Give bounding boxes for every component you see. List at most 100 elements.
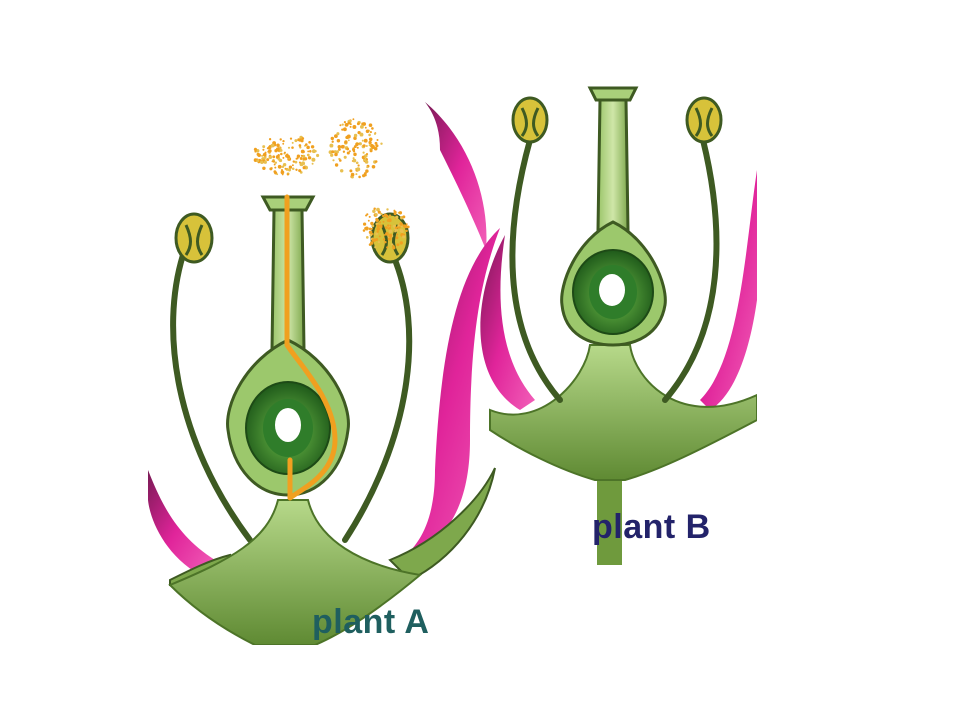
pollen-grain: [281, 173, 284, 176]
pollen-grain: [362, 222, 367, 226]
pollen-grain: [393, 209, 396, 212]
pollen-grain: [380, 142, 383, 145]
pollen-grain: [291, 146, 294, 149]
pollen-grain: [392, 244, 395, 247]
pollen-grain: [287, 168, 292, 172]
pollen-grain: [369, 149, 373, 152]
pollen-grain: [400, 229, 404, 233]
pollen-grain: [375, 218, 379, 222]
pollen-grain: [302, 154, 306, 158]
pollen-grain: [362, 174, 366, 178]
pollen-grain: [270, 143, 275, 148]
pollen-grain: [276, 143, 280, 148]
pollen-grain: [307, 150, 310, 153]
pollen-grain: [377, 240, 381, 244]
pollen-grain: [371, 224, 375, 228]
pollen-grain: [262, 148, 265, 151]
pollen-grain: [376, 224, 380, 228]
pollen-grain: [291, 141, 294, 144]
pollen-grain: [399, 241, 403, 245]
pollen-grain: [368, 123, 373, 127]
pollen-grain: [334, 152, 338, 157]
pollen-grain: [286, 153, 289, 156]
pollen-grain: [398, 211, 403, 215]
pollen-grain: [384, 226, 388, 229]
pollen-grain: [263, 160, 267, 164]
pollen-grain: [402, 215, 406, 219]
pollen-grain: [387, 224, 390, 227]
pollen-grain: [376, 227, 381, 231]
pollen-grain: [281, 165, 285, 168]
pollen-grain: [260, 160, 264, 164]
plant-a-label: plant A: [312, 603, 430, 641]
pollen-grain: [280, 170, 285, 175]
pollen-grain: [344, 122, 349, 127]
pollen-grain: [311, 149, 316, 154]
pollen-grain: [374, 213, 378, 217]
pollen-grain: [362, 144, 366, 148]
pollen-grain: [349, 125, 352, 128]
pollen-grain: [346, 147, 350, 151]
pollen-grain: [332, 159, 335, 162]
pollen-grain: [372, 209, 376, 214]
pollen-grain: [402, 235, 406, 239]
plant-b-receptacle: [489, 344, 757, 481]
pollen-grain: [268, 155, 273, 159]
pollen-grain: [366, 166, 369, 169]
pollen-grain: [339, 169, 344, 173]
plant-b-filament-left: [509, 137, 563, 403]
pollen-grain: [344, 140, 348, 144]
plant-a-anther-left: [174, 212, 214, 264]
pollen-grain: [331, 140, 334, 143]
pollen-grain: [387, 218, 392, 223]
pollen-grain: [355, 173, 358, 176]
pollen-grain: [307, 156, 312, 160]
pollen-grain: [282, 139, 285, 143]
pollen-grain: [368, 215, 371, 218]
pollen-grain: [405, 229, 408, 233]
plant-b-anther-left: [511, 96, 549, 144]
pollen-grain: [316, 153, 320, 158]
pollen-grain: [277, 164, 282, 169]
plant-b-petal-right: [700, 170, 757, 410]
pollen-grain: [282, 162, 287, 167]
pollen-grain: [380, 212, 383, 216]
pollen-grain: [362, 151, 365, 154]
pollen-grain: [393, 212, 397, 216]
pollen-grain: [341, 128, 344, 131]
pollen-grain: [351, 175, 354, 179]
pollen-cloud: [328, 118, 383, 179]
plant-a-filament-left: [170, 252, 253, 543]
pollen-grain: [368, 137, 373, 142]
pollen-grain: [339, 124, 342, 127]
pollen-grain: [334, 163, 339, 167]
plant-a-sepal-right: [388, 467, 496, 582]
pollen-grain: [268, 149, 272, 153]
pollen-grain: [353, 152, 357, 157]
pollen-grain: [339, 159, 342, 162]
pollen-grain: [280, 169, 284, 172]
pollen-grain: [301, 137, 305, 140]
plant-a-petal-left: [148, 470, 215, 575]
pollen-grain: [405, 223, 408, 226]
pollen-grain: [306, 145, 310, 150]
pollen-grain: [365, 236, 369, 239]
pollen-grain: [379, 221, 382, 224]
pollen-grain: [374, 245, 377, 249]
pollen-grain: [282, 142, 285, 145]
pollen-grain: [291, 164, 294, 167]
pollen-grain: [373, 146, 378, 151]
pollen-grain: [361, 122, 364, 125]
pollen-grain: [336, 139, 341, 143]
pollen-grain: [343, 121, 346, 124]
pollen-grain: [365, 153, 369, 156]
pollen-grain: [386, 208, 389, 211]
pollen-grain: [341, 123, 344, 126]
pollen-grain: [342, 150, 346, 153]
pollen-grain: [278, 158, 283, 163]
pollen-grain: [367, 219, 370, 222]
pollen-grain: [330, 136, 335, 141]
pollen-grain: [287, 146, 291, 149]
pollen-grain: [262, 152, 267, 157]
pollen-grain: [272, 160, 276, 163]
